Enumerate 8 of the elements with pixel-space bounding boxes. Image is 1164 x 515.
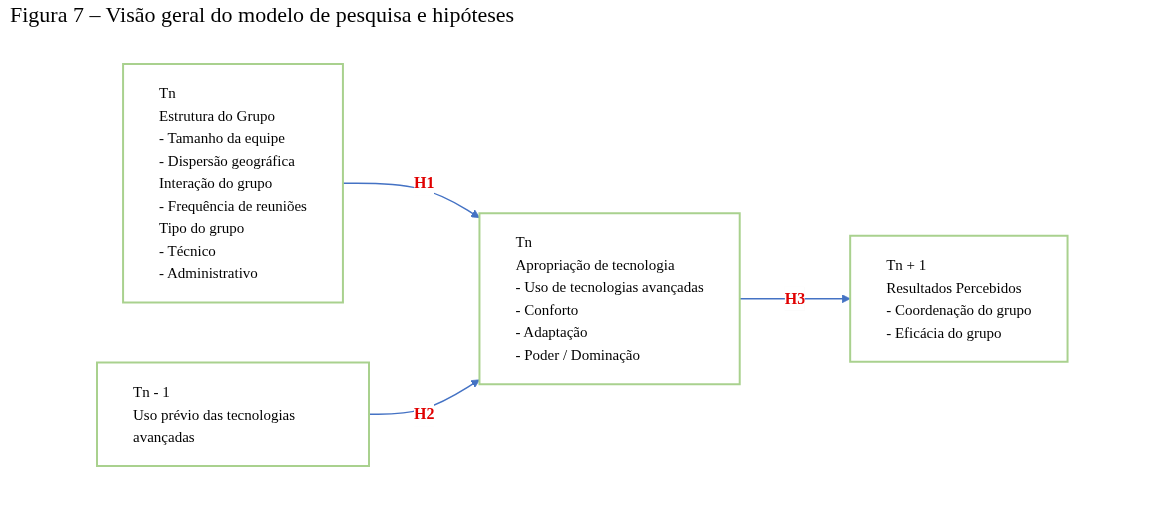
edge-label: H3 — [784, 289, 805, 307]
node-box: Tn Estrutura do Grupo - Tamanho da equipe - Dispersão geográfica Interação do grupo - Frequência de reuniões Tipo do grupo - Técnico - Administrativo — [121, 63, 344, 304]
node-box: Tn Apropriação de tecnologia - Uso de tecnologias avançadas - Conforto - Adaptação - Poder / Dominação — [478, 212, 741, 386]
node-box: Tn + 1 Resultados Percebidos - Coordenação do grupo - Eficácia do grupo — [848, 234, 1069, 363]
figure-title: Figura 7 – Visão geral do modelo de pesquisa e hipóteses — [9, 1, 516, 29]
edge-label: H2 — [413, 405, 435, 423]
edge-label: H1 — [413, 174, 435, 192]
node-box: Tn - 1 Uso prévio das tecnologias avançadas — [95, 361, 370, 467]
